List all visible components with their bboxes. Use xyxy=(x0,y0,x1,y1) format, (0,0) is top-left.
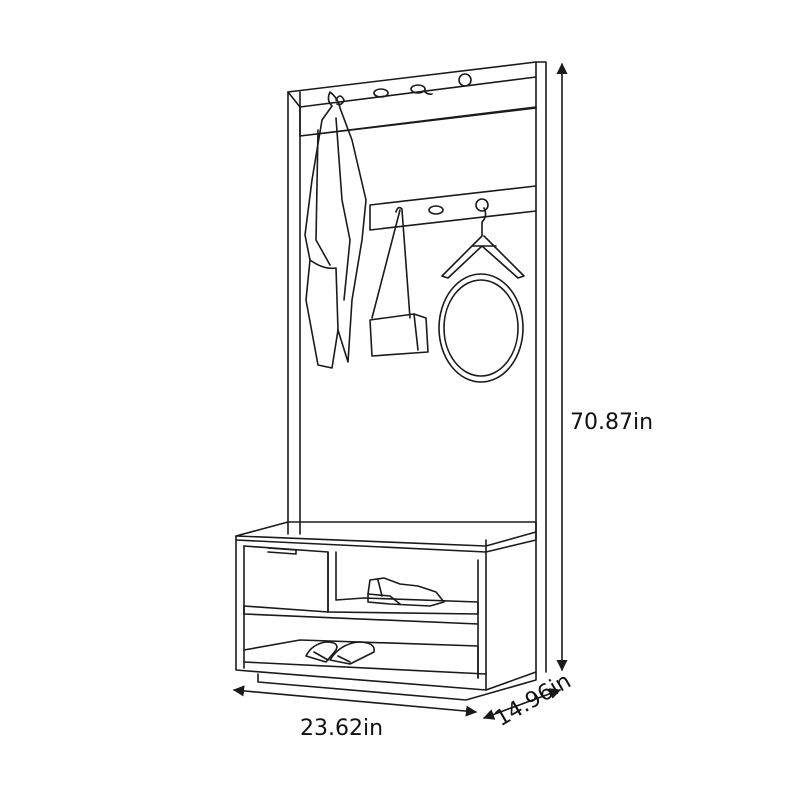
top-hook-board xyxy=(299,106,537,137)
dimension-depth xyxy=(482,688,562,720)
dimension-width xyxy=(232,685,478,717)
hook-icon xyxy=(410,84,433,95)
left-post xyxy=(287,91,301,535)
hook-icon xyxy=(458,73,472,87)
handbag xyxy=(369,209,429,357)
shoes-upper xyxy=(367,577,445,607)
width-dimension-line xyxy=(232,685,478,717)
hooks xyxy=(335,73,489,215)
drawer-handle xyxy=(267,547,297,555)
depth-dimension-line xyxy=(482,688,562,720)
bench xyxy=(235,521,537,701)
coat xyxy=(304,91,367,369)
top-rail xyxy=(287,61,537,108)
height-label: 70.87in xyxy=(570,410,654,435)
round-mirror xyxy=(438,273,524,383)
width-label: 23.62in xyxy=(300,716,384,741)
cabinet-body xyxy=(235,539,537,691)
hook-icon xyxy=(373,88,389,98)
shelf-lower xyxy=(243,639,487,679)
hook-icon xyxy=(428,205,444,215)
middle-hook-board xyxy=(369,185,537,231)
hook-icon xyxy=(395,206,403,213)
drawer xyxy=(243,545,329,613)
hook-icon xyxy=(475,198,489,212)
right-post xyxy=(535,61,547,673)
frame xyxy=(287,61,547,673)
slippers-lower xyxy=(305,641,375,665)
hanger xyxy=(441,207,525,279)
